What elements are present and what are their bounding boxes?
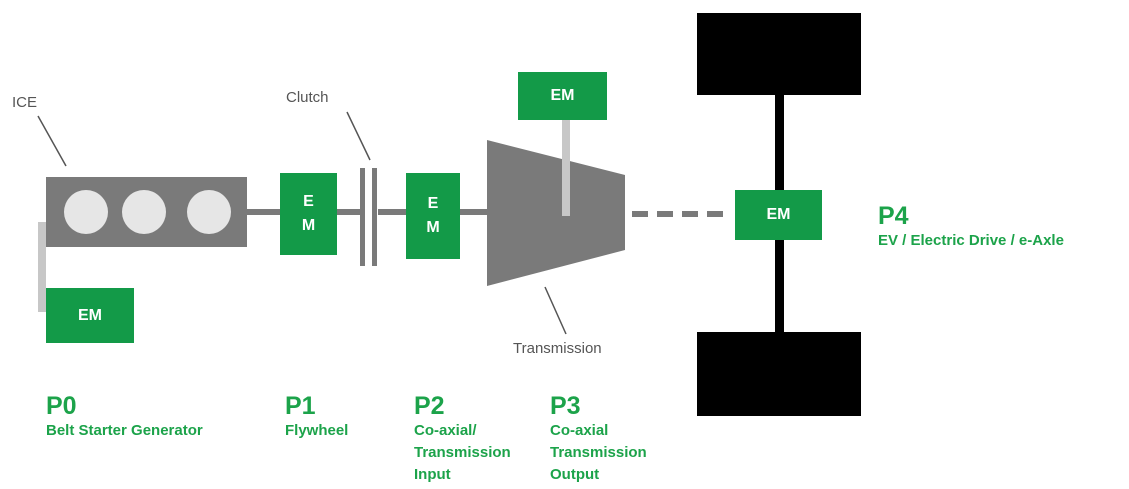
wheel-rear [697,332,861,416]
p0-belt-link [38,222,46,312]
position-p3-code: P3 [550,392,581,420]
p1-em-box: E M [280,173,337,255]
p1-em-label-line2: M [301,217,316,234]
position-p2-desc: Co-axial/ Transmission Input [414,422,511,483]
shaft-p2-transmission [460,209,490,215]
position-p3-desc: Co-axial Transmission Output [550,422,647,483]
cylinder-1 [64,190,108,234]
p3-em-label: EM [550,87,575,104]
p4-em-label: EM [766,206,791,223]
position-p0-desc: Belt Starter Generator [46,422,203,439]
p2-em-label-line1: E [427,195,439,212]
position-p4-desc: EV / Electric Drive / e-Axle [878,232,1064,249]
p1-em-label-line1: E [303,193,314,210]
position-p3: P3 Co-axial Transmission Output [550,392,647,486]
p3-em-box: EM [518,72,607,120]
cylinder-2 [122,190,166,234]
position-p2-code: P2 [414,392,445,420]
shaft-p1-clutch [337,209,360,215]
position-p2: P2 Co-axial/ Transmission Input [414,392,511,486]
clutch-leader-line [346,111,371,161]
p2-em-box: E M [406,173,460,259]
clutch-plate-right [372,168,377,266]
transmission-label: Transmission [513,340,602,357]
position-p0-code: P0 [46,392,77,420]
position-p1-code: P1 [285,392,316,420]
p0-em-label: EM [78,306,102,324]
shaft-engine-p1 [247,209,280,215]
position-p1: P1 Flywheel [285,392,348,442]
ice-leader-line [37,115,67,167]
clutch-plate-left [360,168,365,266]
transmission-leader-line [544,286,567,335]
position-p4-code: P4 [878,202,909,230]
shaft-clutch-p2 [378,209,406,215]
clutch-label: Clutch [286,89,329,106]
position-p4: P4 EV / Electric Drive / e-Axle [878,202,1064,252]
p0-em-box: EM [46,288,134,343]
transmission-housing [487,140,625,286]
position-p0: P0 Belt Starter Generator [46,392,203,442]
p3-link [562,118,570,216]
wheel-front [697,13,861,95]
p4-em-box: EM [735,190,822,240]
ice-label: ICE [12,94,38,111]
p2-em-label-line2: M [426,219,440,236]
cylinder-3 [187,190,231,234]
position-p1-desc: Flywheel [285,422,349,439]
